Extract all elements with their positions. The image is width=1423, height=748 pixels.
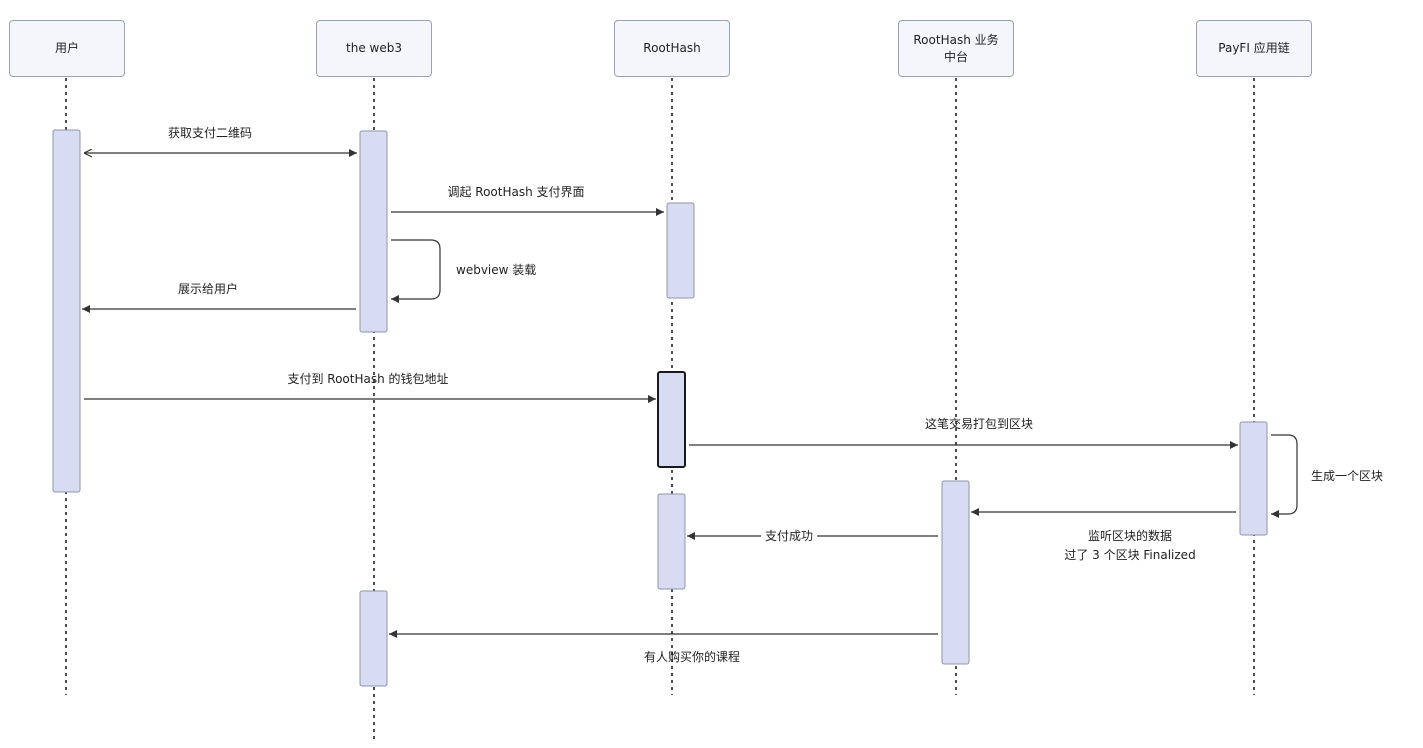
participant-web3: the web3 [316,20,432,77]
participant-middle: RootHash 业务 中台 [898,20,1014,77]
message-m3-loop [391,239,441,303]
activation-web3-1 [359,130,388,333]
activation-roothash-3 [657,493,686,590]
message-m7-loop [1271,434,1298,518]
message-m4-label: 展示给用户 [177,282,239,296]
message-m3-label: webview 装载 [456,263,537,277]
message-m6-label: 这笔交易打包到区块 [924,417,1034,431]
message-m10-label: 有人购买你的课程 [643,650,741,664]
activation-middle [941,480,970,665]
message-m8-label: 监听区块的数据 过了 3 个区块 Finalized [1064,529,1196,562]
participant-roothash: RootHash [614,20,730,77]
activations [52,129,1268,687]
participant-payfi: PayFI 应用链 [1196,20,1312,77]
message-m5-label: 支付到 RootHash 的钱包地址 [287,372,449,386]
participant-user: 用户 [9,20,125,77]
activation-user [52,129,81,493]
message-m9-label: 支付成功 [760,528,818,545]
message-m7-label: 生成一个区块 [1311,469,1384,483]
activation-payfi [1239,421,1268,536]
message-m1-label: 获取支付二维码 [167,126,253,140]
participant-middle-label: RootHash 业务 中台 [913,32,999,64]
message-m2-label: 调起 RootHash 支付界面 [447,185,585,199]
activation-roothash-2 [657,371,686,468]
activation-web3-2 [359,590,388,687]
activation-roothash-1 [666,202,695,299]
